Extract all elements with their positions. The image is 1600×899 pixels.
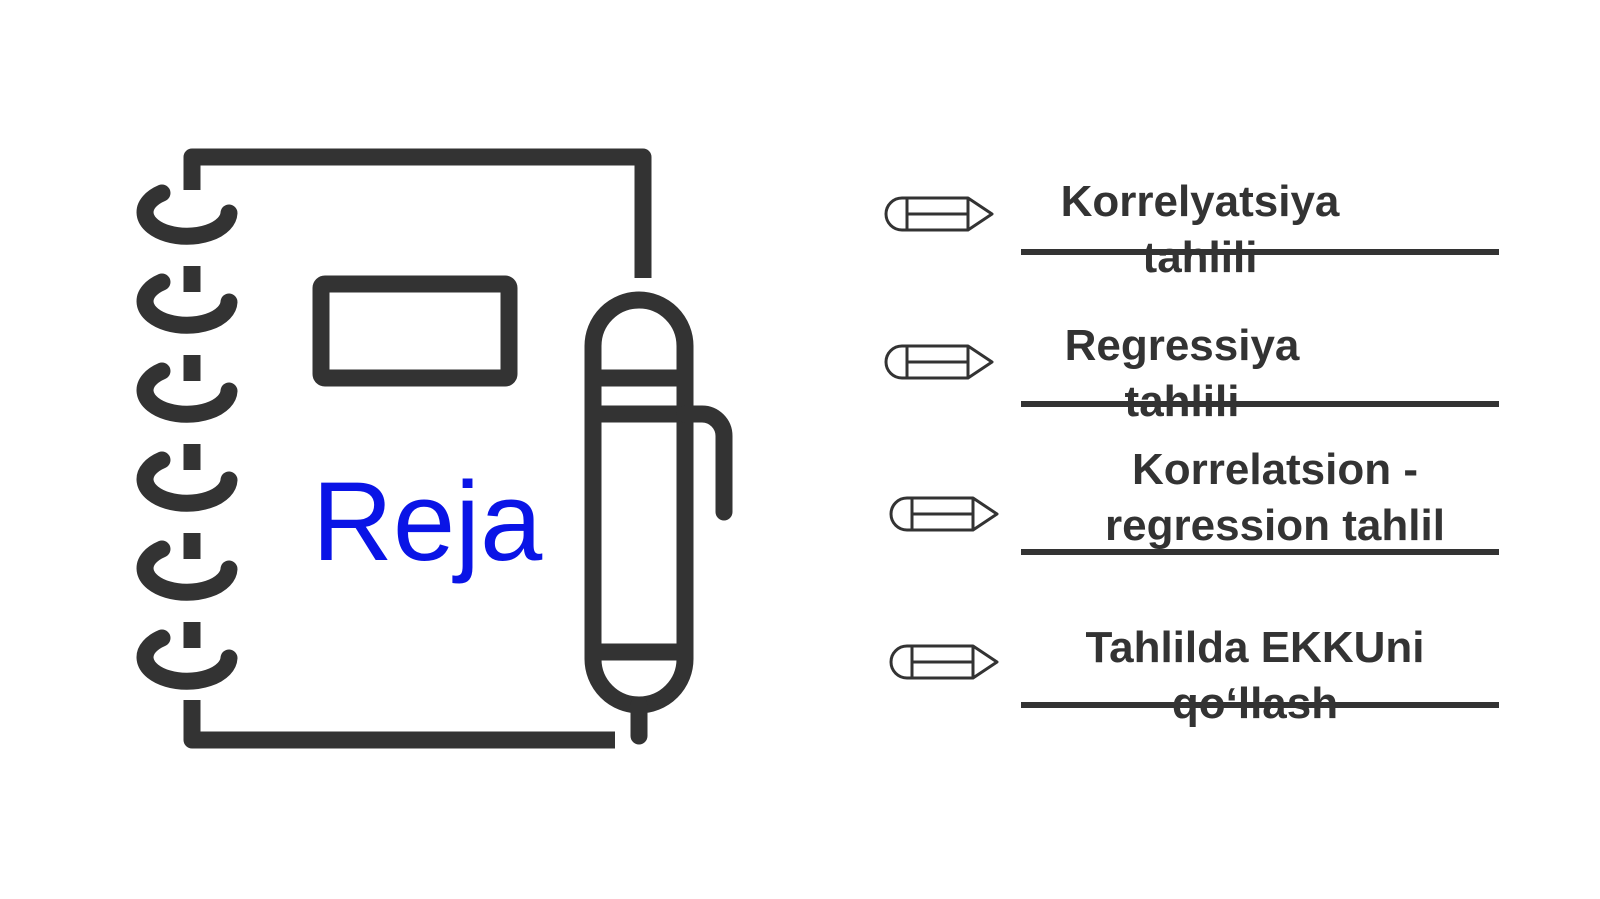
plan-item-text: Korrelyatsiya tahlili [1060, 177, 1340, 282]
plan-item-text: Tahlilda EKKUni qo‘llash [1085, 623, 1425, 728]
pencil-icon [889, 644, 999, 680]
notebook-label-box [312, 275, 518, 387]
plan-item: Tahlilda EKKUni qo‘llash [880, 620, 1500, 750]
pen-icon [584, 291, 733, 745]
notebook-pen-icon [136, 148, 733, 749]
spiral-rings [136, 184, 238, 690]
slide-title: Reja [312, 459, 543, 584]
pencil-icon [884, 196, 994, 232]
plan-item: Regressiya tahlili [880, 320, 1500, 450]
answer-line [1021, 702, 1499, 708]
plan-item-text: Korrelatsion - regression tahlil [1105, 445, 1445, 550]
answer-line [1021, 401, 1499, 407]
plan-item: Korrelatsion - regression tahlil [880, 442, 1500, 572]
notebook-cover-outline [183, 148, 652, 278]
pencil-icon [889, 496, 999, 532]
plan-item: Korrelyatsiya tahlili [880, 172, 1500, 302]
plan-item-text: Regressiya tahlili [1064, 321, 1300, 426]
notebook-cover-bottom [183, 700, 615, 749]
answer-line [1021, 249, 1499, 255]
answer-line [1021, 549, 1499, 555]
pencil-icon [884, 344, 994, 380]
